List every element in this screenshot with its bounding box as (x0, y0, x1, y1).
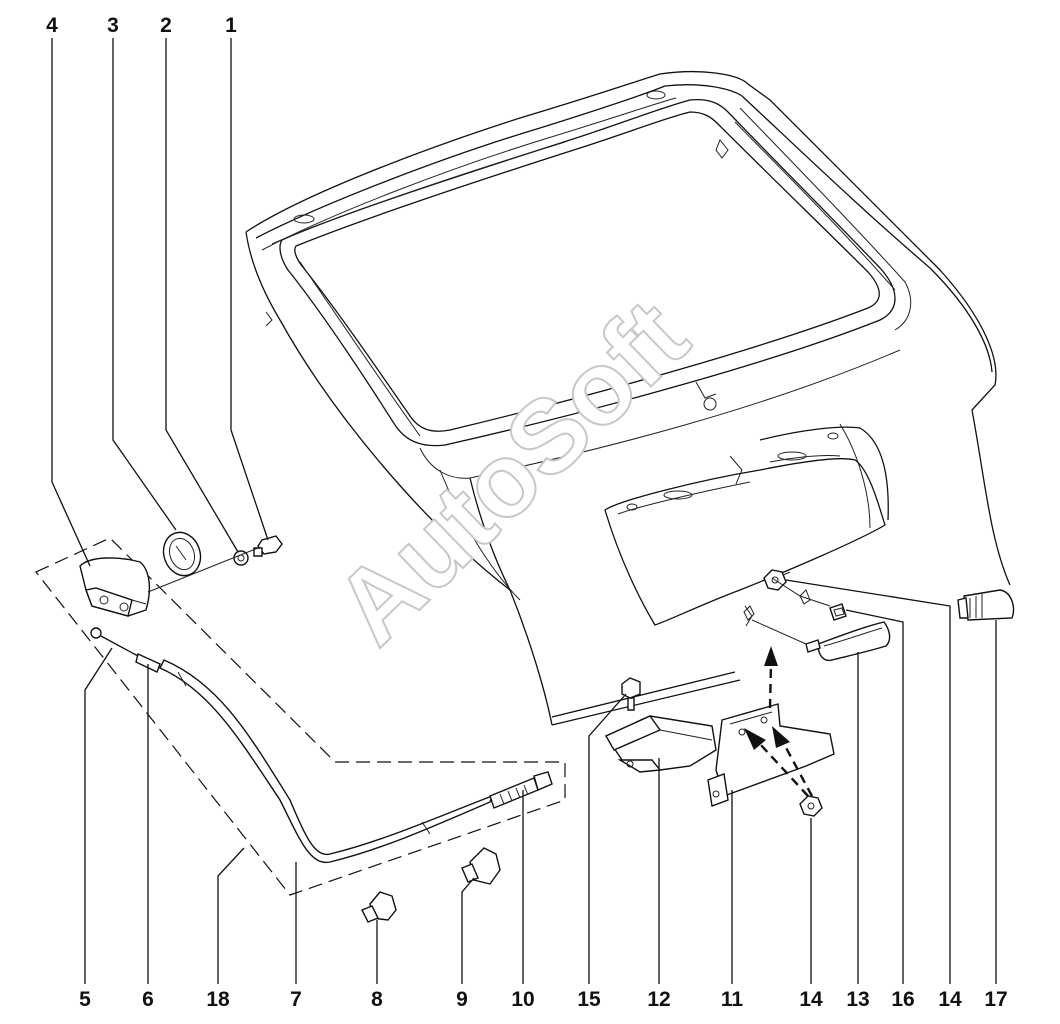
callout-2: 2 (160, 14, 172, 37)
cable-sheath-part-7 (159, 659, 494, 864)
callout-8: 8 (371, 988, 383, 1011)
bushing-part-16 (829, 603, 847, 621)
callout-12: 12 (647, 988, 670, 1011)
callout-1: 1 (225, 14, 237, 37)
autosoft-watermark: AutoSoft (312, 277, 710, 667)
lock-housing-part-4 (79, 557, 151, 617)
callout-15: 15 (577, 988, 601, 1011)
callout-13: 13 (846, 988, 869, 1011)
assembly-arrows (744, 646, 814, 797)
callout-5: 5 (79, 988, 91, 1011)
alignment-lines (147, 547, 831, 645)
emblem-part-3 (162, 531, 202, 577)
callout-14-lower: 14 (799, 988, 823, 1011)
cable-kit-outline (35, 537, 566, 896)
leader-lines (51, 38, 997, 984)
svg-text:AutoSoft: AutoSoft (313, 278, 709, 666)
bumper-stop-part-17 (957, 589, 1015, 621)
callout-11: 11 (721, 988, 744, 1011)
cable-clip-part-8 (361, 891, 397, 923)
callout-4: 4 (46, 14, 58, 37)
fixing-hook (799, 589, 811, 605)
screw-part-1 (253, 535, 283, 557)
cable-fitting-part-6 (135, 653, 161, 673)
cable-clip-part-9 (461, 847, 501, 885)
callout-7: 7 (290, 988, 302, 1011)
bolt-part-15 (621, 677, 641, 711)
callout-18: 18 (206, 988, 230, 1011)
callout-9: 9 (456, 988, 468, 1011)
fixing-hook (743, 605, 755, 621)
callout-labels: 1 2 3 4 5 6 18 7 8 9 10 15 12 11 14 13 1… (46, 14, 1008, 1011)
nut-part-14-lower (799, 795, 823, 817)
bracket-part-11 (707, 703, 835, 807)
callout-3: 3 (107, 14, 119, 37)
callout-16: 16 (891, 988, 914, 1011)
callout-10: 10 (511, 988, 534, 1011)
cable-end-fitting-part-10 (489, 771, 553, 809)
lock-mechanism-part-12 (604, 715, 717, 773)
cable-end-part-5 (90, 627, 139, 657)
handle-part-13 (805, 621, 891, 662)
callout-17: 17 (984, 988, 1007, 1011)
callout-14-upper: 14 (938, 988, 962, 1011)
callout-6: 6 (142, 988, 154, 1011)
tailgate-panel (245, 70, 1011, 726)
